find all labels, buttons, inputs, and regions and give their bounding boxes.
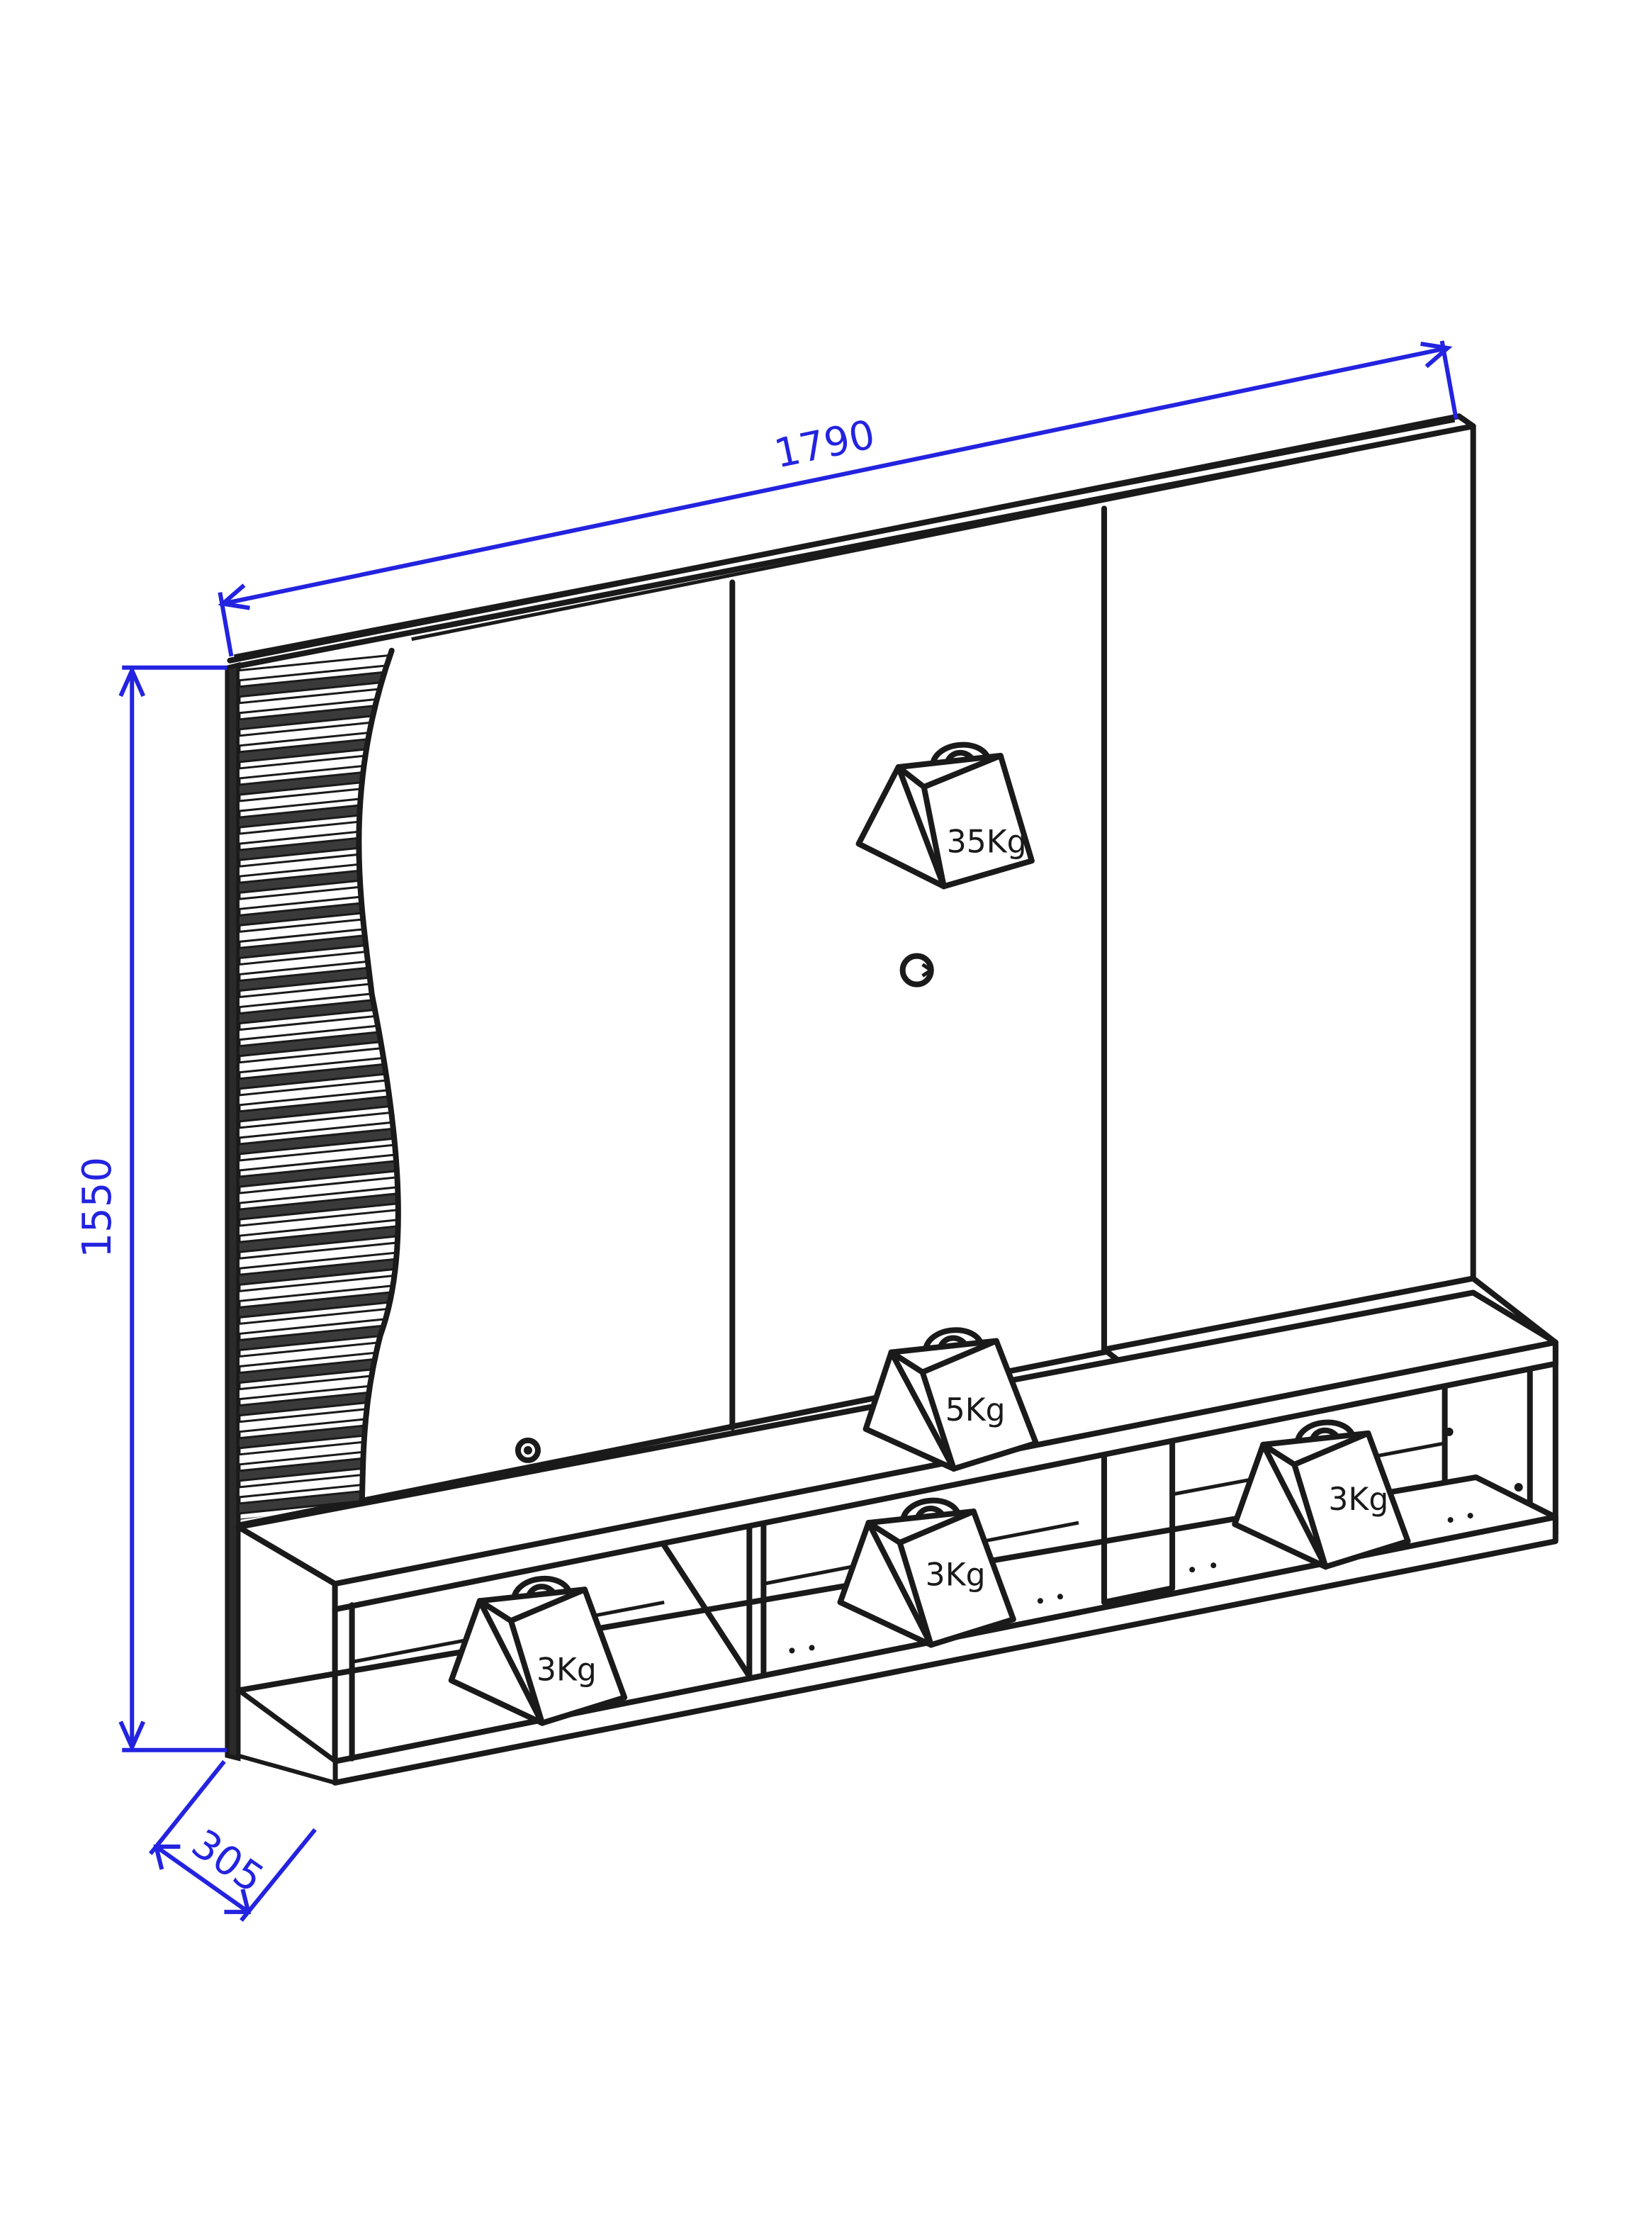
height-label: 1550 (74, 1157, 120, 1258)
weight-35kg-label: 35Kg (947, 824, 1027, 860)
slat (238, 1042, 398, 1074)
weight-35kg-icon: 35Kg (855, 741, 1035, 890)
weight-3kg-right-label: 3Kg (1328, 1482, 1388, 1518)
weight-3kg-left-icon: 3Kg (448, 1575, 628, 1726)
slat (238, 1304, 398, 1336)
weight-3kg-left-label: 3Kg (536, 1652, 597, 1689)
dimension-height: 1550 (74, 665, 227, 1753)
slat (238, 1091, 398, 1123)
weight-5kg-icon: 5Kg (862, 1327, 1039, 1472)
slat (238, 1141, 398, 1172)
dimension-depth: 305 (148, 1759, 317, 1923)
slat (238, 1107, 398, 1139)
cable-hole-lower-icon (515, 1437, 541, 1463)
slat (238, 1287, 398, 1319)
slat (238, 1075, 398, 1107)
weight-3kg-right-icon: 3Kg (1232, 1419, 1411, 1570)
slat (238, 1206, 398, 1237)
width-label: 1790 (770, 412, 879, 478)
slat (238, 1255, 398, 1287)
slat (238, 1173, 398, 1204)
slat (238, 1058, 398, 1090)
slat (238, 1124, 398, 1155)
slat (238, 1271, 398, 1303)
slat (238, 650, 398, 682)
slat (238, 1222, 398, 1254)
weight-5kg-label: 5Kg (945, 1392, 1006, 1428)
depth-label: 305 (184, 1821, 272, 1903)
slat (238, 1238, 398, 1270)
weight-3kg-middle-label: 3Kg (926, 1557, 986, 1593)
slat (238, 1190, 398, 1221)
slat (238, 1320, 398, 1352)
weight-3kg-middle-icon: 3Kg (837, 1497, 1016, 1648)
slat (238, 666, 398, 698)
cable-hole-upper-icon (899, 953, 935, 987)
slat (238, 1157, 398, 1188)
